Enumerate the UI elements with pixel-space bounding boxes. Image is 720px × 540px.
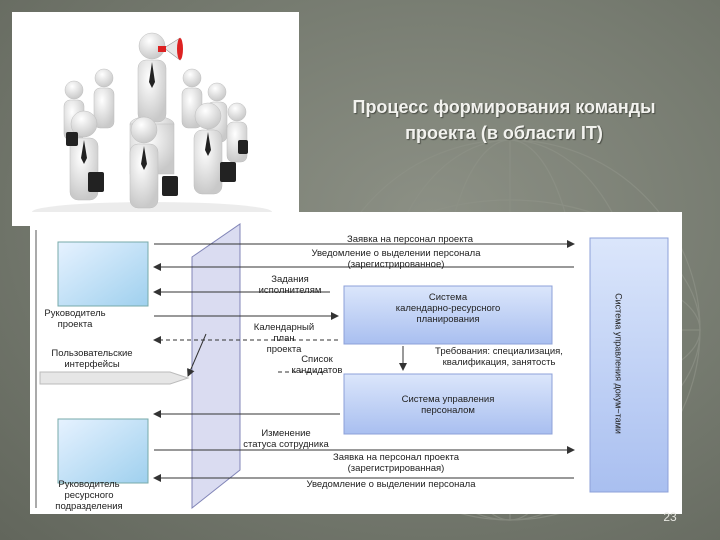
team-leader-megaphone-icon [32,32,272,222]
label-status-change: Изменение статуса сотрудника [226,428,346,450]
slide-title: Процесс формирования команды проекта (в … [318,94,690,146]
label-tasks: Задания исполнителям [250,274,330,296]
label-notice-bottom: Уведомление о выделении персонала [306,479,476,490]
label-request-bottom-l2: (зарегистрированная) [347,463,445,474]
label-hr-system: Система управления персоналом [344,394,552,416]
label-notice-top-l1: Уведомление о выделении персонала [311,248,481,259]
label-requirements-l2: квалификация, занятость [442,357,556,368]
label-status-change-l1: Изменение [261,428,311,439]
label-planning-system-l2: календарно-ресурсного [395,303,501,314]
label-requirements-l1: Требования: специализация, [435,346,563,357]
label-project-manager-l1: Руководитель [44,308,106,319]
docflow-system-box [589,237,669,493]
label-project-manager: Руководитель проекта [30,308,120,330]
label-hr-system-l2: персоналом [421,405,475,416]
slide-title-line-2: проекта (в области IT) [405,123,603,143]
slide-title-line-1: Процесс формирования команды [352,97,656,117]
label-calendar-l2: план [273,333,295,344]
team-illustration [12,12,299,226]
page-number: 23 [663,510,677,524]
label-candidates-l2: кандидатов [291,365,343,376]
label-planning-system-l1: Система [428,292,468,303]
label-calendar-l3: проекта [266,344,302,355]
label-tasks-l1: Задания [271,274,309,285]
label-request-bottom-l1: Заявка на персонал проекта [332,452,460,463]
label-notice-top-l2: (зарегистрированное) [347,259,445,270]
label-resource-manager-l1: Руководитель [58,479,120,490]
process-diagram: Руководитель проекта Пользовательские ин… [30,212,682,514]
label-candidates-l1: Список [301,354,333,365]
arrow-candidates-ui [187,333,207,377]
interface-plane [191,223,241,510]
label-resource-manager-l3: подразделения [55,501,123,512]
resource-manager-box [57,418,149,484]
diagram-canvas [35,223,669,510]
project-manager-box [57,241,149,307]
label-notice-top: Уведомление о выделении персонала (зарег… [266,248,526,270]
label-resource-manager: Руководитель ресурсного подразделения [34,479,144,512]
label-request-top: Заявка на персонал проекта [346,234,474,245]
label-user-interfaces: Пользовательские интерфейсы [32,348,152,370]
label-planning-system: Система календарно-ресурсного планирован… [344,292,552,325]
label-calendar-l1: Календарный [253,322,315,333]
label-candidates: Список кандидатов [282,354,352,376]
label-resource-manager-l2: ресурсного [64,490,114,501]
label-planning-system-l3: планирования [416,314,480,325]
label-tasks-l2: исполнителям [258,285,322,296]
label-request-bottom: Заявка на персонал проекта (зарегистриро… [296,452,496,474]
label-user-interfaces-l2: интерфейсы [64,359,120,370]
label-user-interfaces-l1: Пользовательские [51,348,133,359]
label-status-change-l2: статуса сотрудника [243,439,329,450]
user-interface-arrow [39,371,190,385]
label-calendar: Календарный план проекта [244,322,324,355]
label-docflow-system: Система управления докум~тами [613,293,624,434]
label-project-manager-l2: проекта [57,319,93,330]
hr-system-box [343,373,553,435]
label-requirements: Требования: специализация, квалификация,… [406,346,592,368]
label-hr-system-l1: Система управления [401,394,495,405]
planning-system-box [343,285,553,345]
